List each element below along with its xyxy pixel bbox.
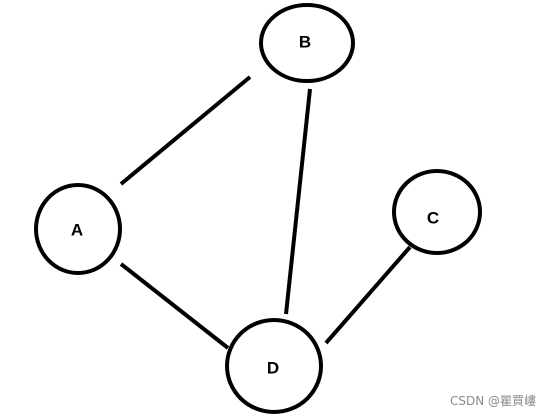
node-c-circle — [392, 169, 482, 255]
node-d-label: D — [267, 359, 279, 378]
node-b: B — [259, 3, 355, 83]
nodes-layer: A B C D — [34, 3, 482, 414]
node-a-label: A — [71, 221, 83, 240]
edges-layer — [119, 75, 412, 350]
node-d-circle — [225, 318, 323, 414]
node-a-circle — [34, 183, 122, 275]
node-d: D — [225, 318, 323, 414]
watermark-text: CSDN @瞿買嶁 — [449, 394, 536, 408]
node-b-circle — [259, 3, 355, 83]
edge-b-d — [284, 88, 312, 315]
edge-c-d — [324, 245, 412, 345]
edge-a-b — [119, 75, 252, 186]
node-b-label: B — [299, 33, 311, 52]
node-a: A — [34, 183, 122, 275]
node-c: C — [392, 169, 482, 255]
edge-a-d — [119, 262, 230, 350]
node-c-label: C — [427, 209, 439, 228]
